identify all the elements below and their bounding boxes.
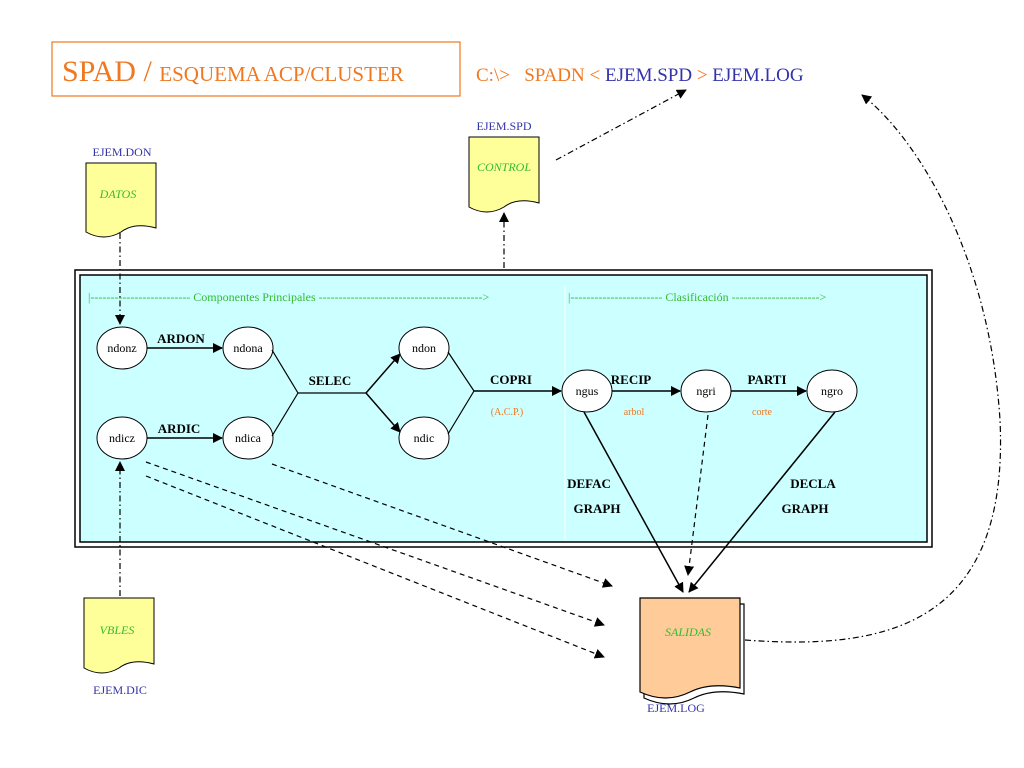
node-ndic-label: ndic — [414, 431, 435, 445]
dashed-ndica-salidas — [271, 463, 613, 588]
control-file-icon — [468, 136, 540, 213]
control-caption: EJEM.SPD — [476, 119, 531, 133]
datos-label: DATOS — [99, 187, 137, 201]
node-ndica-label: ndica — [235, 431, 262, 445]
step-ardic: ARDIC — [158, 421, 201, 436]
step-defac: DEFAC — [567, 476, 611, 491]
vbles-caption: EJEM.DIC — [93, 683, 147, 697]
merge-upper — [271, 349, 299, 394]
step-copri: COPRI — [490, 372, 532, 387]
node-ngro-label: ngro — [821, 384, 843, 398]
node-ndonz-label: ndonz — [107, 341, 136, 355]
step-decla: DECLA — [790, 476, 836, 491]
flow-control-spd — [555, 89, 687, 161]
node-ndona — [222, 326, 274, 370]
vbles-label: VBLES — [100, 623, 135, 637]
join-lower — [447, 390, 475, 435]
datos-caption: EJEM.DON — [93, 145, 152, 159]
title-line: SPAD / ESQUEMA ACP/CLUSTER — [62, 55, 404, 88]
note-recip: arbol — [624, 407, 645, 418]
flow-salidas-log — [744, 94, 1002, 643]
step-recip: RECIP — [611, 372, 652, 387]
command-line: C:\> SPADN < EJEM.SPD > EJEM.LOG — [476, 65, 804, 86]
cmd-prefix: C:\> SPADN < — [476, 65, 605, 86]
node-ngri-label: ngri — [696, 384, 716, 398]
control-label: CONTROL — [477, 160, 531, 174]
merge-lower — [271, 392, 299, 437]
salidas-file-icon — [639, 597, 741, 699]
node-ngus-label: ngus — [576, 384, 599, 398]
join-upper — [447, 351, 475, 392]
arrow-ngro-salidas — [688, 411, 836, 593]
panel-inner — [79, 274, 928, 543]
note-parti: corte — [752, 407, 773, 418]
arrow-selec-ndon — [365, 353, 401, 394]
dashed-ndicz-salidas-2 — [145, 475, 605, 659]
arrow-ngus-salidas — [583, 411, 684, 593]
title-main: SPAD / — [62, 55, 159, 88]
dashed-ndicz-salidas — [145, 461, 605, 627]
salidas-caption: EJEM.LOG — [647, 701, 705, 715]
node-ndic — [398, 416, 450, 460]
datos-file-icon — [85, 162, 157, 238]
step-graph-1: GRAPH — [574, 501, 621, 516]
step-selec: SELEC — [309, 373, 352, 388]
node-ngro — [806, 369, 858, 413]
step-parti: PARTI — [747, 372, 786, 387]
salidas-label: SALIDAS — [665, 625, 711, 639]
cmd-gt: > — [692, 65, 712, 86]
node-ndicz-label: ndicz — [109, 431, 135, 445]
title-box — [51, 41, 461, 97]
section-cluster: |----------------------- Clasificación -… — [568, 290, 827, 304]
vbles-file-icon — [83, 597, 155, 674]
cmd-spd: EJEM.SPD — [605, 65, 692, 86]
node-ndon — [398, 326, 450, 370]
arrow-selec-ndic — [365, 392, 401, 433]
cmd-log: EJEM.LOG — [712, 65, 804, 86]
note-copri: (A.C.P.) — [491, 407, 524, 418]
step-graph-2: GRAPH — [782, 501, 829, 516]
section-acp: |------------------------- Componentes P… — [88, 290, 489, 304]
step-ardon: ARDON — [157, 331, 205, 346]
title-sub: ESQUEMA ACP/CLUSTER — [159, 62, 403, 86]
node-ndona-label: ndona — [233, 341, 263, 355]
node-ndon-label: ndon — [412, 341, 436, 355]
node-ndica — [222, 416, 274, 460]
